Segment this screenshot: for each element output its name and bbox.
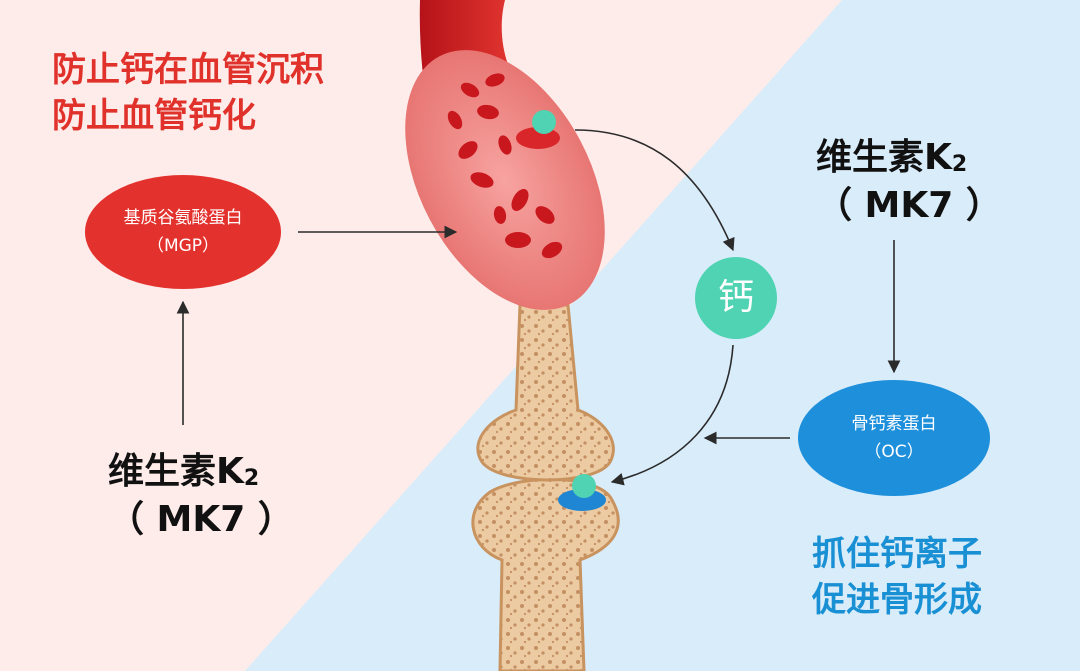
vessel-benefit-line2: 防止血管钙化 xyxy=(52,96,256,136)
arrow-vessel-to-calcium xyxy=(574,129,735,252)
oc-abbr: （OC） xyxy=(864,442,924,462)
calcium-circle xyxy=(695,257,777,339)
vitamin-k2-right-subscript: 2 xyxy=(951,152,968,177)
vitamin-k2-left: 维生素K2 xyxy=(108,448,259,501)
mgp-name: 基质谷氨酸蛋白 xyxy=(123,208,243,228)
vitamin-k2-right-name: 维生素K xyxy=(816,137,952,178)
background-right xyxy=(245,0,1080,671)
arrows xyxy=(176,129,901,486)
arrow-calcium-to-bone xyxy=(610,344,734,486)
bone-benefit-line2: 促进骨形成 xyxy=(812,580,982,620)
bone-benefit-line1: 抓住钙离子 xyxy=(812,534,982,574)
vessel-benefit-line1: 防止钙在血管沉积 xyxy=(52,50,324,90)
mgp-calcium-binding-site xyxy=(516,110,560,149)
mgp-abbr: （MGP） xyxy=(146,236,220,256)
vitamin-k2-left-name: 维生素K xyxy=(108,451,244,492)
oc-name: 骨钙素蛋白 xyxy=(851,414,937,434)
vitamin-k2-right: 维生素K2 xyxy=(816,134,967,187)
blood-vessel-illustration xyxy=(405,0,605,310)
vitamin-k2-left-form: （ MK7 ） xyxy=(108,499,294,540)
oc-calcium-binding-site xyxy=(558,474,606,511)
calcium-label: 钙 xyxy=(717,277,754,318)
mgp-pill xyxy=(85,175,281,289)
bone-illustration xyxy=(471,303,620,671)
vitamin-k2-left-subscript: 2 xyxy=(243,466,260,491)
vitamin-k2-right-form: （ MK7 ） xyxy=(816,185,1002,226)
oc-pill xyxy=(798,380,990,496)
